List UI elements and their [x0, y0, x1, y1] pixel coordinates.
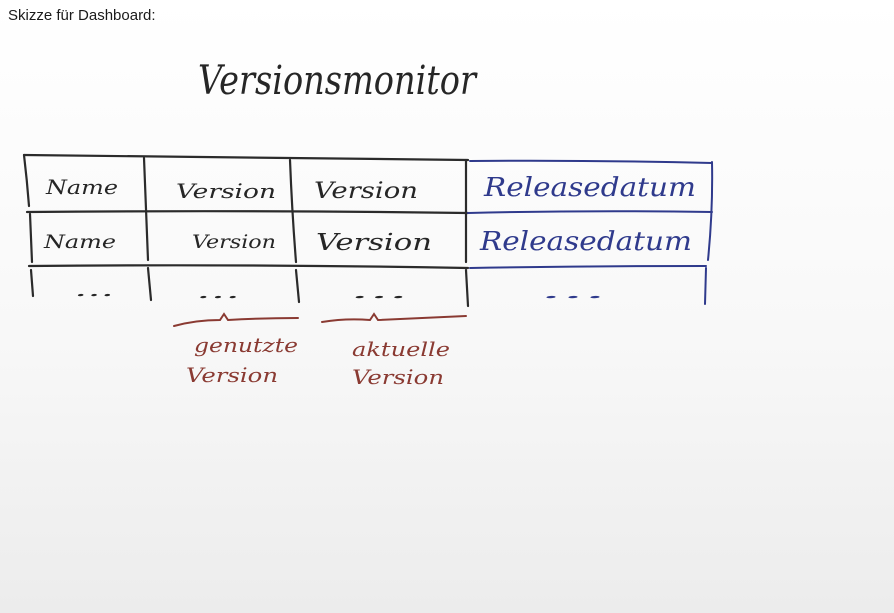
sketch-table-blue-column — [467, 159, 714, 305]
table-left-edge-3 — [29, 268, 35, 298]
annotation-current-line1: aktuelle — [352, 337, 450, 361]
table-divider-2 — [288, 158, 298, 264]
blue-right-edge — [707, 161, 714, 261]
table-divider-2-bottom — [294, 268, 301, 304]
sketch-title: Versionsmonitor — [198, 58, 478, 104]
annotation-used-line2: Version — [186, 363, 278, 387]
brace-current-version — [321, 312, 467, 323]
brace-used-version — [173, 312, 299, 327]
blue-row-line-2 — [469, 265, 707, 269]
table-divider-3-bottom — [464, 268, 470, 308]
blue-top-line — [469, 159, 713, 164]
table-divider-1 — [142, 156, 150, 262]
table-row-line-1 — [25, 210, 470, 215]
cell-r3-name: ... — [74, 280, 114, 301]
blue-right-edge-bottom — [704, 267, 707, 305]
table-left-edge-2 — [28, 212, 34, 264]
annotation-current-line2: Version — [352, 365, 444, 389]
cell-r1-release-date: Releasedatum — [483, 173, 696, 203]
cell-r3-version-current: ... — [350, 282, 408, 303]
annotation-braces — [173, 312, 467, 327]
cell-r2-version-current: Version — [316, 230, 432, 256]
table-divider-1-bottom — [146, 266, 153, 302]
table-left-edge — [22, 153, 31, 208]
cell-r2-name: Name — [43, 231, 116, 253]
table-row-line-2 — [27, 264, 470, 270]
sketch-caption: Skizze für Dashboard: — [8, 7, 156, 24]
cell-r3-release-date: ... — [540, 282, 606, 303]
cell-r1-version-current: Version — [314, 179, 418, 204]
table-top-line — [22, 153, 470, 162]
annotation-used-line1: genutzte — [194, 333, 298, 357]
sketch-table-grid — [22, 153, 470, 308]
cell-r1-name: Name — [45, 175, 118, 199]
blue-row-line-1 — [467, 210, 713, 214]
cell-r3-version-used: ... — [196, 282, 240, 303]
cell-r2-version-used: Version — [192, 231, 276, 253]
cell-r2-release-date: Releasedatum — [479, 227, 692, 257]
cell-r1-version-used: Version — [176, 179, 276, 203]
